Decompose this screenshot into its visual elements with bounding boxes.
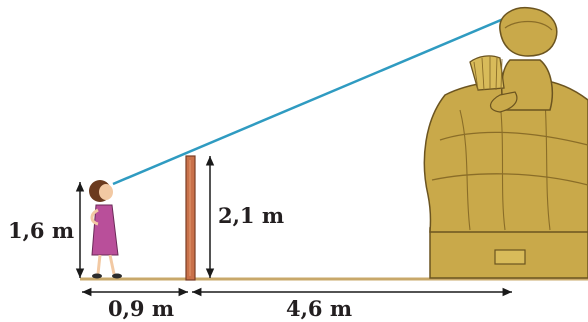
girl-figure: [89, 180, 122, 279]
girl-height-label: 1,6 m: [8, 218, 74, 243]
sight-line: [112, 10, 521, 186]
post-height-label: 2,1 m: [218, 203, 284, 228]
vertical-post: [185, 155, 196, 281]
girl-to-post-label: 0,9 m: [108, 296, 174, 321]
post-to-statue-label: 4,6 m: [286, 296, 352, 321]
statue-figure: [423, 6, 588, 279]
